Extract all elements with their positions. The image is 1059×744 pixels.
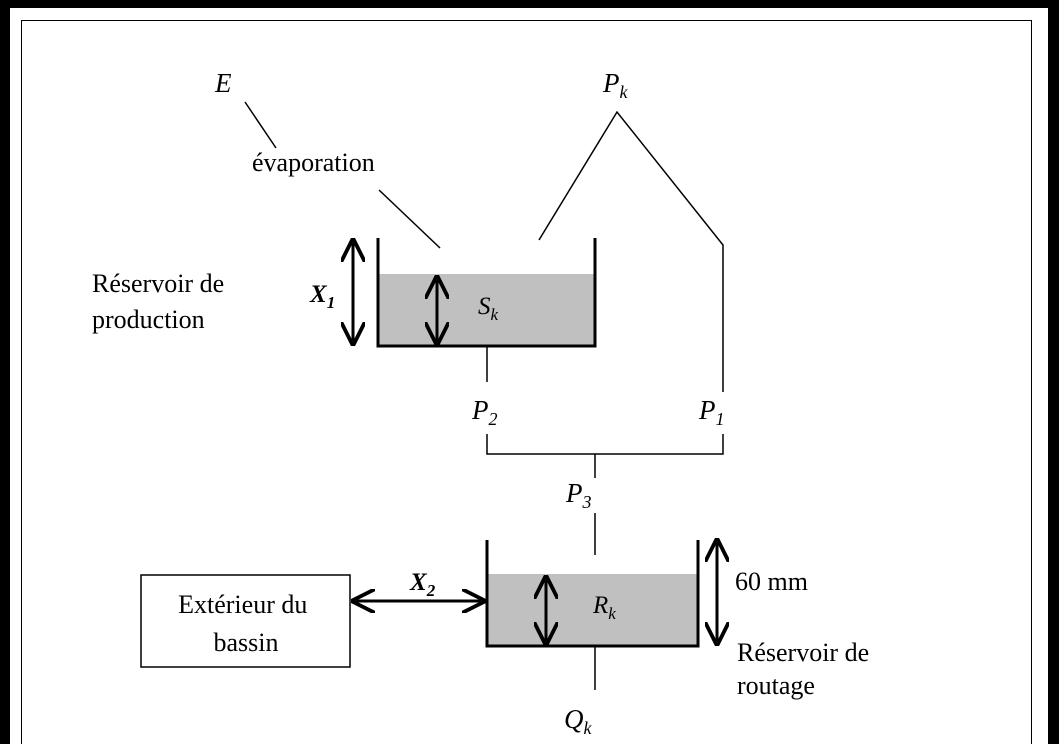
routing-level-label: Rk bbox=[592, 592, 616, 623]
p3-label: P3 bbox=[565, 478, 592, 512]
precipitation-symbol: Pk bbox=[602, 68, 629, 102]
exterior-box bbox=[140, 574, 351, 668]
routing-capacity-label: 60 mm bbox=[735, 567, 808, 596]
production-level-label: Sk bbox=[478, 293, 499, 324]
evaporation-label: évaporation bbox=[252, 148, 375, 177]
production-store-water bbox=[378, 274, 595, 346]
evaporation-input: E évaporation bbox=[214, 68, 441, 249]
outflow-label: Qk bbox=[564, 704, 593, 738]
routing-store-label: Réservoir de routage bbox=[737, 638, 876, 700]
evaporation-line bbox=[378, 189, 441, 249]
production-store-label: Réservoir de production bbox=[92, 269, 231, 334]
groundwater-exchange: Extérieur du bassin X2 bbox=[140, 569, 481, 668]
inner-frame bbox=[21, 20, 1032, 744]
exterior-label: Extérieur du bassin bbox=[178, 590, 314, 657]
outflow: Qk bbox=[564, 646, 596, 738]
flow-network: P2 P1 P3 bbox=[471, 346, 725, 555]
routing-store: Rk 60 mm Réservoir de routage bbox=[485, 540, 876, 700]
p1-label: P1 bbox=[698, 395, 725, 429]
evaporation-symbol: E bbox=[214, 68, 232, 98]
evaporation-leader-line bbox=[244, 101, 277, 149]
production-capacity-param: X1 bbox=[309, 281, 335, 312]
merge-line bbox=[486, 434, 724, 455]
precipitation-input: Pk bbox=[538, 68, 724, 392]
production-store: Sk X1 Réservoir de production bbox=[92, 238, 597, 348]
routing-store-walls bbox=[485, 540, 700, 648]
p2-label: P2 bbox=[471, 395, 498, 429]
routing-store-water bbox=[487, 574, 698, 646]
exchange-param: X2 bbox=[409, 569, 436, 600]
precipitation-split-lines bbox=[538, 110, 724, 392]
